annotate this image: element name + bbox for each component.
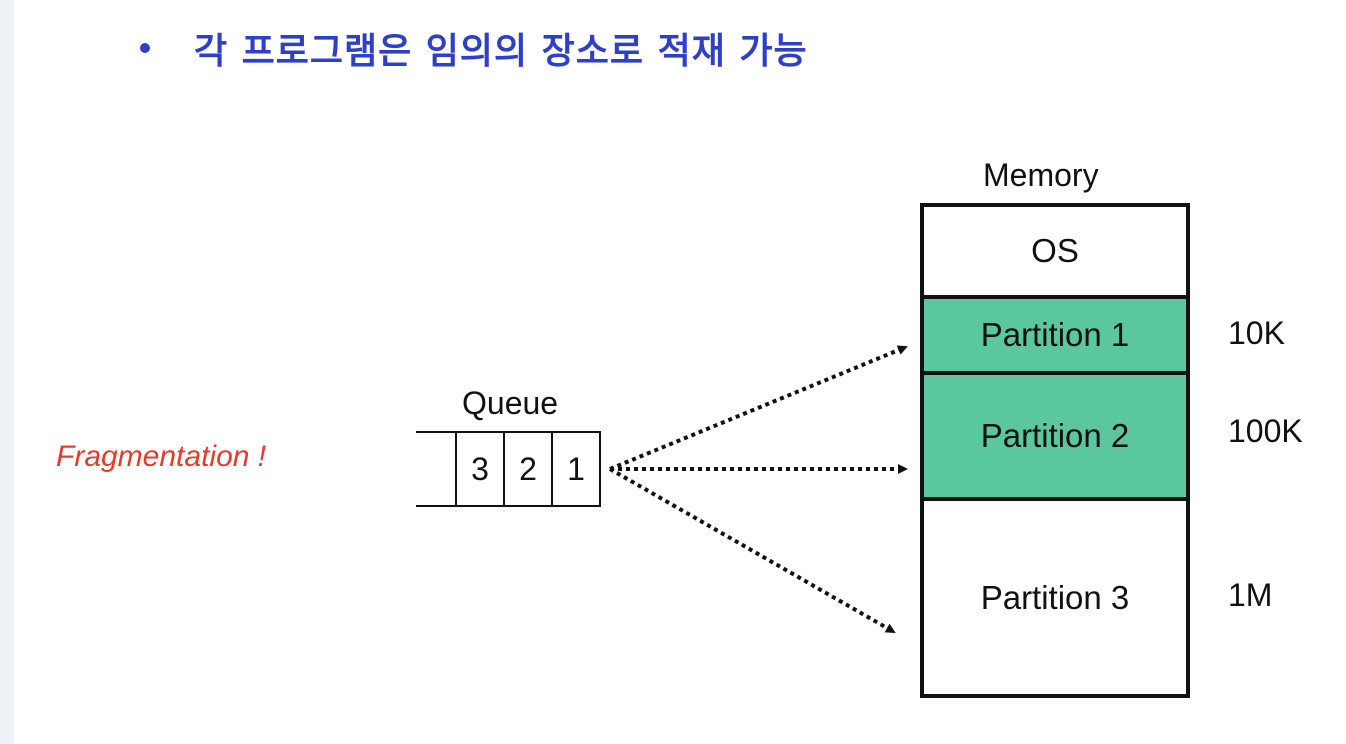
memory-block: OS Partition 1 Partition 2 Partition 3 [920, 203, 1190, 698]
queue-label: Queue [462, 385, 559, 421]
memory-segment-os: OS [924, 207, 1186, 299]
memory-segment-partition-1: Partition 1 [924, 299, 1186, 375]
memory-segment-partition-2: Partition 2 [924, 375, 1186, 501]
memory-label: Memory [983, 157, 1099, 193]
slide-edge-strip [0, 0, 14, 744]
partition-3-size: 1M [1228, 577, 1273, 613]
memory-segment-partition-3: Partition 3 [980, 578, 1130, 616]
bullet-dot-icon [140, 43, 150, 53]
arrow-to-partition-1 [609, 345, 908, 471]
heading-text: 각 프로그램은 임의의 장소로 적재 가능 [194, 31, 808, 72]
partition-1-size: 10K [1228, 315, 1285, 351]
partition-2-size: 100K [1228, 413, 1303, 449]
fragmentation-note: Fragmentation ! [56, 440, 267, 473]
queue-item: 1 [551, 431, 601, 507]
slide-heading: 각 프로그램은 임의의 장소로 적재 가능 [140, 18, 808, 78]
queue-open-end [416, 431, 458, 507]
queue: 3 2 1 [455, 431, 601, 507]
arrow-to-partition-3 [609, 467, 896, 634]
